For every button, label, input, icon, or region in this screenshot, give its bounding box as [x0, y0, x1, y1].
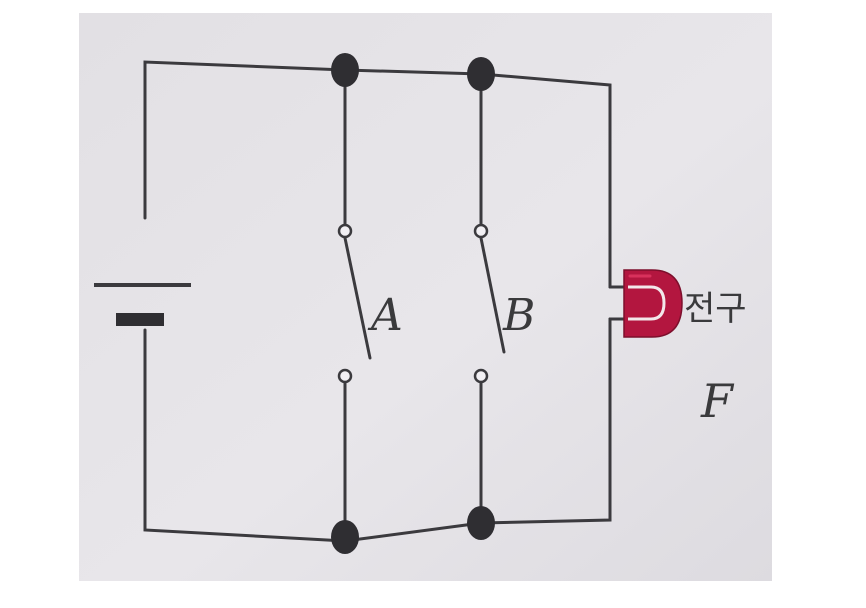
bulb-name-label: F: [700, 374, 735, 428]
node-bottom-b: [467, 506, 495, 540]
switch-b-top-contact: [473, 223, 489, 239]
node-top-a: [331, 53, 359, 87]
top-wire: [143, 60, 612, 279]
switch-a-blade: [343, 236, 372, 360]
switch-b-label: B: [502, 290, 535, 341]
node-top-b: [467, 57, 495, 91]
switch-a-label: A: [367, 290, 403, 341]
bulb-label: 전구: [684, 289, 747, 329]
switch-b-bottom-contact: [473, 368, 489, 384]
switch-a-bottom-contact: [337, 368, 353, 384]
wires: [143, 60, 628, 543]
bulb-icon: [623, 269, 683, 338]
junction-nodes: [331, 53, 495, 554]
node-bottom-a: [331, 520, 359, 554]
switch-b-blade: [479, 236, 506, 354]
bottom-wire: [143, 317, 612, 543]
battery-icon: [94, 283, 191, 326]
switch-contacts: [337, 223, 489, 384]
switch-a-top-contact: [337, 223, 353, 239]
